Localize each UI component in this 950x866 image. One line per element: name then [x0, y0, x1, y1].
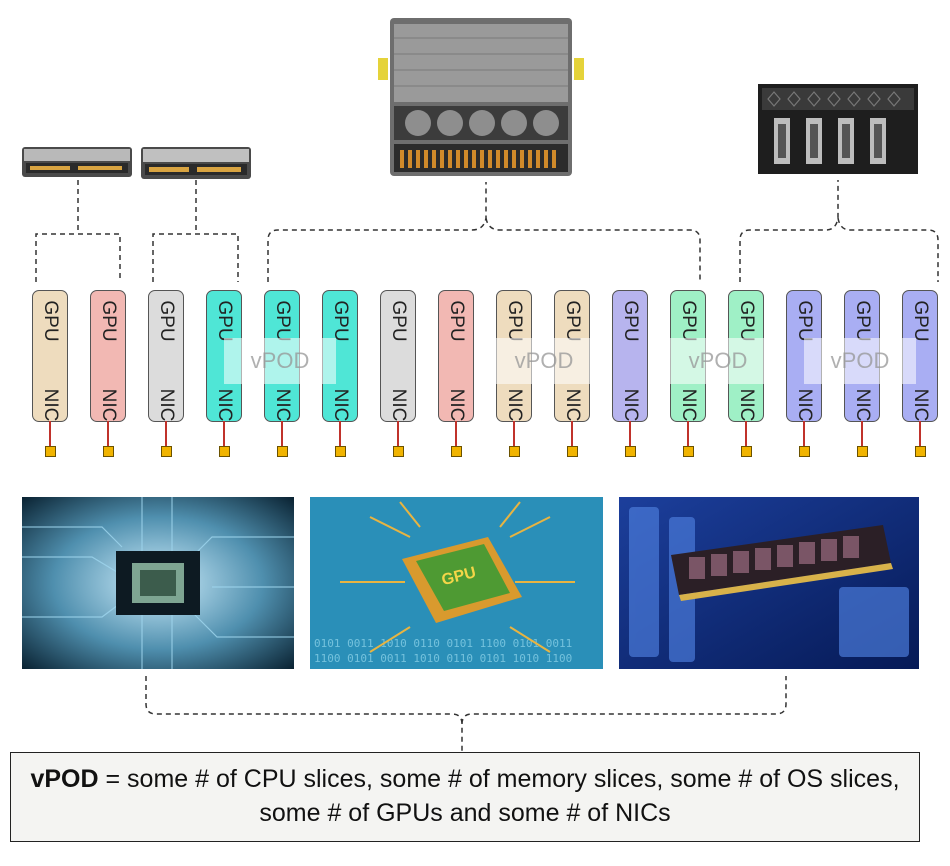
gpu-chip-image: 0101 0011 1010 0110 0101 1100 0101 0011 …: [310, 497, 603, 669]
gpu-label: GPU: [794, 300, 815, 342]
nic-cable: [223, 421, 225, 446]
nic-label: NIC: [852, 388, 873, 422]
nic-cable: [49, 421, 51, 446]
gpu-label: GPU: [678, 300, 699, 342]
nic-label: NIC: [794, 388, 815, 422]
gpu-label: GPU: [910, 300, 931, 342]
nic-cable: [455, 421, 457, 446]
vpod-label: vPOD: [804, 338, 916, 384]
nic-label: NIC: [98, 388, 119, 422]
nic-cable: [165, 421, 167, 446]
gpu-label: GPU: [156, 300, 177, 342]
nic-cable: [629, 421, 631, 446]
nic-port-icon: [219, 446, 230, 457]
nic-label: NIC: [446, 388, 467, 422]
gpu-card: GPU NIC: [32, 290, 68, 422]
nic-port-icon: [277, 446, 288, 457]
nic-label: NIC: [40, 388, 61, 422]
gpu-label: GPU: [388, 300, 409, 342]
nic-label: NIC: [620, 388, 641, 422]
nic-port-icon: [567, 446, 578, 457]
nic-port-icon: [799, 446, 810, 457]
svg-text:0101 0011 1010 0110 0101 1100: 0101 0011 1010 0110 0101 1100 0101 0011: [314, 637, 572, 650]
nic-cable: [513, 421, 515, 446]
nic-label: NIC: [562, 388, 583, 422]
gpu-card: GPU NIC: [438, 290, 474, 422]
nic-cable: [919, 421, 921, 446]
nic-label: NIC: [330, 388, 351, 422]
nic-port-icon: [625, 446, 636, 457]
gpu-label: GPU: [98, 300, 119, 342]
nic-label: NIC: [272, 388, 293, 422]
rack-server-icon: [22, 147, 132, 177]
blade-server-icon: [758, 84, 918, 174]
nic-port-icon: [451, 446, 462, 457]
nic-cable: [803, 421, 805, 446]
nic-label: NIC: [910, 388, 931, 422]
memory-module-image: [619, 497, 919, 669]
gpu-card: GPU NIC: [148, 290, 184, 422]
gpu-label: GPU: [504, 300, 525, 342]
nic-port-icon: [683, 446, 694, 457]
vpod-definition-text: = some # of CPU slices, some # of memory…: [98, 765, 900, 827]
cpu-chip-image: [22, 497, 294, 669]
nic-port-icon: [393, 446, 404, 457]
nic-label: NIC: [678, 388, 699, 422]
nic-port-icon: [509, 446, 520, 457]
nic-label: NIC: [388, 388, 409, 422]
nic-label: NIC: [736, 388, 757, 422]
nic-port-icon: [741, 446, 752, 457]
gpu-label: GPU: [736, 300, 757, 342]
gpu-label: GPU: [330, 300, 351, 342]
nic-cable: [571, 421, 573, 446]
gpu-label: GPU: [214, 300, 235, 342]
nic-cable: [339, 421, 341, 446]
nic-port-icon: [857, 446, 868, 457]
gpu-label: GPU: [562, 300, 583, 342]
nic-cable: [861, 421, 863, 446]
gpu-label: GPU: [620, 300, 641, 342]
gpu-label: GPU: [272, 300, 293, 342]
vpod-label: vPOD: [662, 338, 774, 384]
gpu-label: GPU: [40, 300, 61, 342]
vpod-definition-box: vPOD = some # of CPU slices, some # of m…: [10, 752, 920, 842]
nic-cable: [397, 421, 399, 446]
nic-port-icon: [335, 446, 346, 457]
rack-server-icon: [141, 147, 251, 179]
nic-port-icon: [915, 446, 926, 457]
nic-cable: [687, 421, 689, 446]
gpu-card: GPU NIC: [612, 290, 648, 422]
gpu-card: GPU NIC: [90, 290, 126, 422]
svg-text:1100 0101 0011 1010 0110 0101: 1100 0101 0011 1010 0110 0101 1010 1100: [314, 652, 572, 665]
vpod-label: vPOD: [488, 338, 600, 384]
nic-label: NIC: [504, 388, 525, 422]
nic-cable: [107, 421, 109, 446]
gpu-server-icon: [378, 18, 584, 176]
nic-port-icon: [103, 446, 114, 457]
nic-label: NIC: [156, 388, 177, 422]
nic-cable: [745, 421, 747, 446]
gpu-label: GPU: [852, 300, 873, 342]
gpu-label: GPU: [446, 300, 467, 342]
nic-label: NIC: [214, 388, 235, 422]
vpod-term: vPOD: [30, 765, 99, 793]
nic-cable: [281, 421, 283, 446]
gpu-card: GPU NIC: [380, 290, 416, 422]
nic-port-icon: [45, 446, 56, 457]
nic-port-icon: [161, 446, 172, 457]
vpod-label: vPOD: [224, 338, 336, 384]
